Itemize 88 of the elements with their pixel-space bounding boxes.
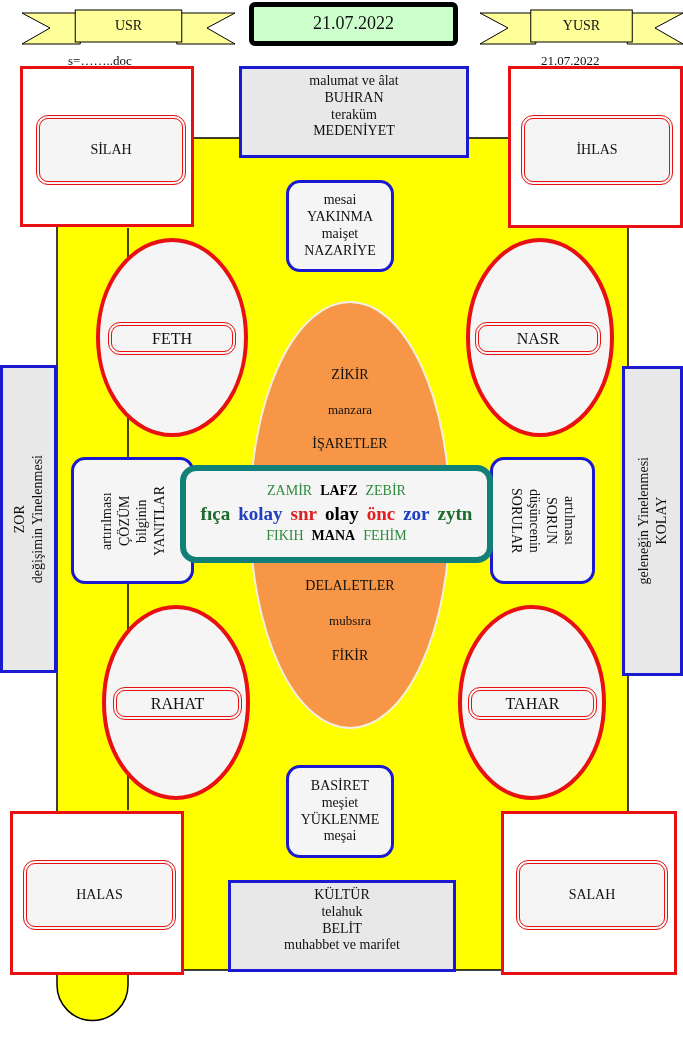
label-text: İHLAS xyxy=(576,141,618,159)
rounded-box xyxy=(113,687,242,720)
label-text: NASR xyxy=(516,328,560,349)
ellipse-shape xyxy=(96,238,248,437)
outline-frame xyxy=(20,66,194,227)
label-text: geleneğin Yinelenmesi xyxy=(635,457,652,585)
label-text: SORUN xyxy=(543,496,560,545)
label-text: ZAMİR xyxy=(267,482,313,500)
date-box xyxy=(249,2,458,46)
outline-frame xyxy=(508,66,683,228)
label-text: YÜKLENME xyxy=(300,811,380,829)
rounded-box xyxy=(108,322,236,355)
label-text: DELALETLER xyxy=(304,578,396,595)
label-text: ZOR xyxy=(11,505,28,533)
label-text: telahuk xyxy=(321,903,363,921)
label-text: önc xyxy=(366,502,396,526)
label-text: LAFZ xyxy=(320,482,358,500)
label-text: ZEBİR xyxy=(365,482,406,500)
label-text: mubsıra xyxy=(328,613,372,629)
label-text: HALAS xyxy=(76,886,123,904)
rounded-box xyxy=(36,115,186,185)
ellipse-shape xyxy=(458,605,606,800)
label-text: BASİRET xyxy=(310,777,370,795)
label-text: kolay xyxy=(238,502,283,526)
label-text: manzara xyxy=(327,402,373,418)
outline-frame xyxy=(501,811,677,975)
center-box xyxy=(180,465,493,563)
label-text: zytn xyxy=(437,502,473,526)
rounded-box xyxy=(490,457,595,584)
label-text: malumat ve âlat xyxy=(309,73,399,90)
label-text: USR xyxy=(114,17,143,33)
ellipse-shape xyxy=(466,238,614,437)
text-panel xyxy=(239,66,469,158)
rounded-box xyxy=(286,180,394,272)
label-text: KÜLTÜR xyxy=(314,887,370,904)
ribbon-banner xyxy=(22,10,235,46)
label-text: MANA xyxy=(311,528,356,546)
label-text: İŞARETLER xyxy=(311,436,389,453)
label-text: değişimin Yinelenmesi xyxy=(28,454,46,584)
rounded-box xyxy=(516,860,668,930)
label-text: TAHAR xyxy=(505,693,560,714)
rounded-box xyxy=(468,687,597,720)
label-text: olay xyxy=(324,502,359,526)
label-text: meşiet xyxy=(321,794,359,812)
label-text: düşüncenin xyxy=(525,488,543,553)
label-text: muhabbet ve marifet xyxy=(284,937,400,955)
label-text: 21.07.2022 xyxy=(313,13,394,35)
label-text: SORULAR xyxy=(508,487,525,554)
rounded-box xyxy=(71,457,194,584)
label-text: KOLAY xyxy=(652,497,670,545)
label-text: ÇÖZÜM xyxy=(115,495,133,546)
label-text: artırılması xyxy=(97,491,115,550)
note-text: s=……..doc xyxy=(68,53,132,69)
label-text: mesai xyxy=(323,192,357,210)
label-text: meşai xyxy=(323,828,357,846)
label-text: MEDENİYET xyxy=(313,123,395,141)
label-text: bilginin xyxy=(132,498,150,543)
text-panel xyxy=(228,880,456,972)
note-text: 21.07.2022 xyxy=(541,53,600,69)
label-text: BUHRAN xyxy=(324,89,384,107)
rounded-box xyxy=(521,115,673,185)
rounded-box xyxy=(23,860,176,930)
label-text: teraküm xyxy=(331,106,377,123)
ellipse-shape xyxy=(102,605,250,800)
label-text: YUSR xyxy=(562,17,601,33)
label-text: snr xyxy=(290,502,317,526)
label-text: zor xyxy=(403,502,430,526)
label-text: NAZARİYE xyxy=(304,242,376,260)
label-text: BELİT xyxy=(322,920,362,938)
label-text: fıça xyxy=(200,502,231,526)
label-text: FIKIH xyxy=(266,528,304,546)
rounded-box xyxy=(286,765,394,858)
label-text: SALAH xyxy=(568,886,616,904)
side-panel xyxy=(622,366,683,676)
label-text: YANITLAR xyxy=(150,485,167,556)
side-panel xyxy=(0,365,57,673)
label-text: FEHİM xyxy=(363,528,407,546)
label-text: YAKINMA xyxy=(306,209,374,226)
label-text: FETH xyxy=(152,328,192,349)
label-text: artılması xyxy=(560,496,578,545)
label-text: SİLAH xyxy=(90,141,132,159)
label-text: FİKİR xyxy=(330,648,370,665)
ribbon-banner xyxy=(480,10,683,46)
rounded-box xyxy=(475,322,601,355)
label-text: ZİKİR xyxy=(330,367,370,384)
label-text: maişet xyxy=(321,226,359,243)
label-text: RAHAT xyxy=(150,693,205,714)
outline-frame xyxy=(10,811,184,975)
